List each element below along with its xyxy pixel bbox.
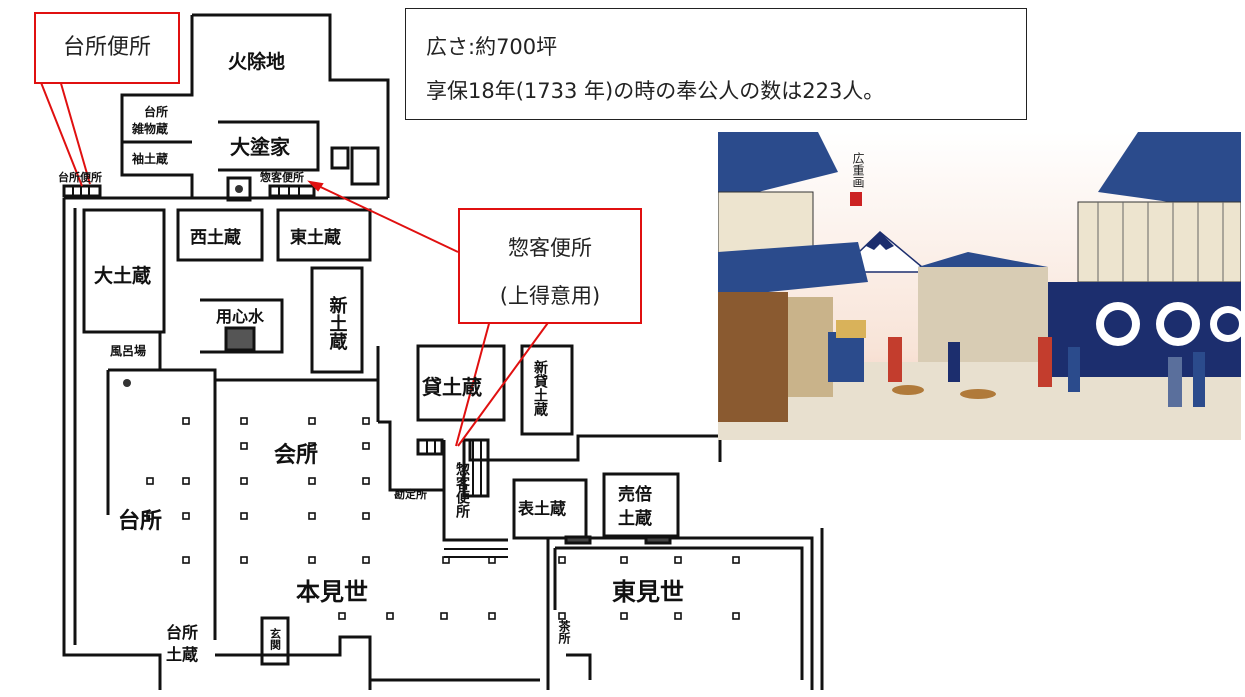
ukiyoe-illustration: 広重画 xyxy=(718,132,1241,440)
label-guest-toilet-vertical: 惣客便所 xyxy=(454,461,471,519)
pillar xyxy=(240,417,248,425)
plan-walls xyxy=(62,13,824,690)
pillar xyxy=(620,612,628,620)
label-sales-storehouse-1: 売倍 xyxy=(618,484,652,505)
label-kitchen-storehouse-1: 台所 xyxy=(166,623,198,642)
ukiyoe-print: 広重画 xyxy=(718,132,1241,440)
pillar xyxy=(240,512,248,520)
pillar xyxy=(362,417,370,425)
label-new-storehouse: 新土蔵 xyxy=(327,295,348,351)
well-icon xyxy=(123,379,131,387)
pillar xyxy=(386,612,394,620)
pillar xyxy=(182,556,190,564)
pillar xyxy=(240,477,248,485)
label-big-storehouse: 大土蔵 xyxy=(94,264,151,287)
noren-crest-icons xyxy=(1096,302,1241,346)
label-accounts: 勘定所 xyxy=(394,487,427,501)
label-west-storehouse: 西土蔵 xyxy=(190,227,241,248)
pillar xyxy=(362,556,370,564)
pillar xyxy=(362,442,370,450)
pillar xyxy=(338,612,346,620)
label-meeting-hall: 会所 xyxy=(274,442,318,468)
label-lending-storehouse: 貸土蔵 xyxy=(421,375,482,399)
pillar xyxy=(620,556,628,564)
pillar-grid xyxy=(146,417,740,620)
pillar xyxy=(362,512,370,520)
pillar xyxy=(240,442,248,450)
label-kitchen-storage-2: 雑物蔵 xyxy=(131,121,168,136)
label-sales-storehouse-2: 土蔵 xyxy=(618,508,652,529)
pillar xyxy=(182,512,190,520)
label-guest-toilet-small: 惣客便所 xyxy=(260,170,304,184)
pillar xyxy=(308,477,316,485)
pillar xyxy=(240,556,248,564)
pillar xyxy=(674,556,682,564)
label-new-lending-storehouse: 新貸土蔵 xyxy=(532,359,549,417)
pillar xyxy=(440,612,448,620)
pillar xyxy=(308,442,316,450)
well-icon xyxy=(235,185,243,193)
label-tea-room: 茶所 xyxy=(557,619,571,645)
pillar xyxy=(146,512,154,520)
label-sleeve-storehouse: 袖土蔵 xyxy=(132,151,168,166)
label-main-shop: 本見世 xyxy=(296,577,368,606)
pillar xyxy=(308,417,316,425)
callout-guest-toilet: 惣客便所 (上得意用) xyxy=(458,208,642,324)
label-front-storehouse: 表土蔵 xyxy=(517,499,566,518)
pillar xyxy=(308,556,316,564)
pillar xyxy=(674,612,682,620)
label-bath: 風呂場 xyxy=(110,343,146,358)
pillar xyxy=(732,556,740,564)
callout-kitchen-toilet-text: 台所便所 xyxy=(62,35,151,60)
pillar xyxy=(182,417,190,425)
label-kitchen-toilet-small: 台所便所 xyxy=(58,170,102,184)
label-fire-break: 火除地 xyxy=(228,50,285,73)
pillar xyxy=(442,556,450,564)
label-kitchen-storehouse-2: 土蔵 xyxy=(166,645,198,664)
seal-icon xyxy=(850,192,862,206)
print-signature: 広重画 xyxy=(851,152,865,188)
stall-lines xyxy=(72,186,508,558)
label-east-shop: 東見世 xyxy=(612,577,684,606)
info-servants: 享保18年(1733 年)の時の奉公人の数は223人。 xyxy=(426,79,885,103)
pillar xyxy=(362,477,370,485)
pillar xyxy=(732,612,740,620)
pillar xyxy=(558,556,566,564)
info-area: 広さ:約700坪 xyxy=(426,35,558,59)
pillar xyxy=(308,512,316,520)
label-kitchen-storage-1: 台所 xyxy=(144,104,168,119)
info-box: 広さ:約700坪 享保18年(1733 年)の時の奉公人の数は223人。 xyxy=(405,8,1027,120)
pillar xyxy=(558,612,566,620)
label-kitchen: 台所 xyxy=(118,508,162,534)
callout-guest-toilet-line1: 惣客便所 xyxy=(508,236,592,260)
callout-guest-toilet-line2: (上得意用) xyxy=(499,284,601,308)
street-figures xyxy=(828,320,1205,407)
pillar xyxy=(488,556,496,564)
label-okura-house: 大塗家 xyxy=(230,135,291,159)
label-fire-water: 用心水 xyxy=(216,307,265,326)
label-east-storehouse: 東土蔵 xyxy=(290,227,341,248)
label-entrance: 玄関 xyxy=(269,627,282,651)
callout-kitchen-toilet: 台所便所 xyxy=(34,12,180,84)
pillar xyxy=(146,477,154,485)
pillar xyxy=(488,612,496,620)
pillar xyxy=(182,477,190,485)
